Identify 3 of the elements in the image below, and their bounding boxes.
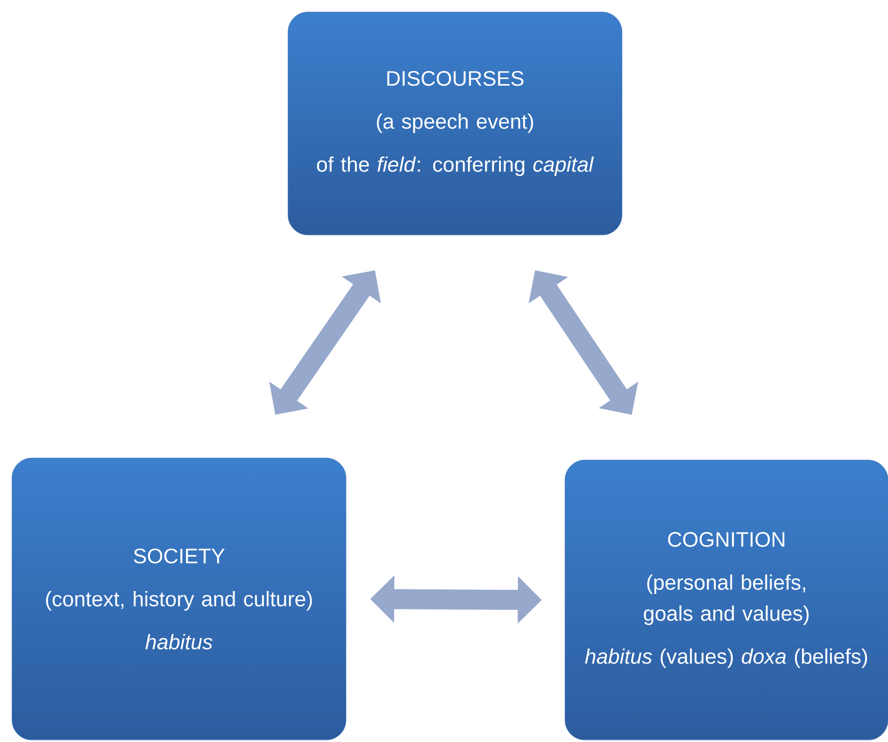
concept-box: DISCOURSES (a speech event) of the field: conferring capital <box>288 12 622 236</box>
concept-box: SOCIETY (context, history and culture) habitus <box>12 458 346 740</box>
concept-box: COGNITION (personal beliefs, goals and values) habitus (values) doxa (beliefs) <box>564 460 888 740</box>
